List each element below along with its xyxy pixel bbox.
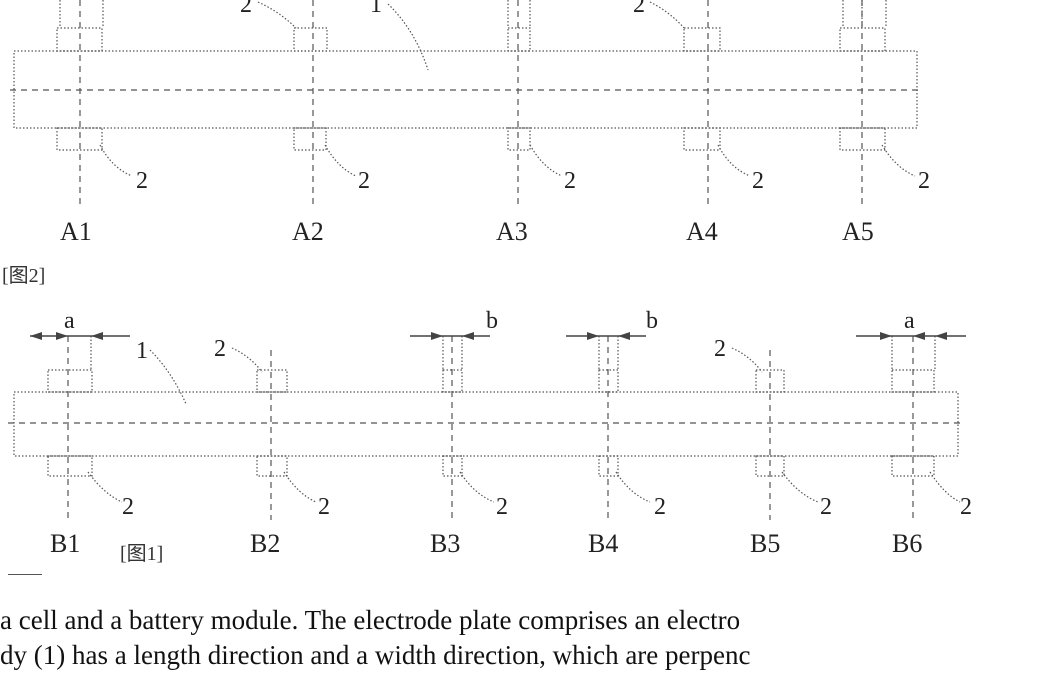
section-label-b1: B1 bbox=[50, 529, 80, 558]
callout-b2-upper: 2 bbox=[214, 336, 226, 362]
figure-heading-2: [图2] bbox=[2, 265, 45, 287]
abstract-text-line-1: a cell and a battery module. The electro… bbox=[0, 605, 1052, 636]
patent-figure: 2 1 2 2 2 2 2 2 A1 A2 A3 A4 A5 [图2] bbox=[0, 0, 1052, 600]
leader-a4-lower bbox=[718, 145, 750, 176]
section-label-a2: A2 bbox=[292, 217, 324, 246]
section-label-b5: B5 bbox=[750, 529, 780, 558]
leader-b1-lower bbox=[88, 472, 122, 502]
leader-a3-lower bbox=[530, 145, 562, 176]
leader-b5-upper bbox=[732, 348, 762, 372]
dimension-b-right bbox=[566, 332, 646, 340]
figure-heading-1: [图1] bbox=[120, 543, 163, 565]
leader-b3-lower bbox=[460, 472, 494, 502]
tab-column-b4 bbox=[599, 336, 618, 520]
leader-body-a bbox=[388, 4, 428, 70]
leader-a2-lower bbox=[325, 145, 356, 176]
section-label-a1: A1 bbox=[60, 217, 92, 246]
section-label-a3: A3 bbox=[496, 217, 528, 246]
callout-a4-tab: 2 bbox=[752, 168, 764, 194]
leader-b2-lower bbox=[284, 472, 316, 502]
callout-b1-tab: 2 bbox=[122, 494, 134, 520]
tab-column-b3 bbox=[443, 336, 462, 520]
tab-column-a1 bbox=[57, 0, 103, 205]
electrode-body-b bbox=[8, 392, 962, 456]
callout-a2-upper: 2 bbox=[240, 0, 252, 18]
section-label-a5: A5 bbox=[842, 217, 874, 246]
tab-column-a3 bbox=[508, 0, 530, 205]
callout-b4-tab: 2 bbox=[654, 494, 666, 520]
callout-a4-upper: 2 bbox=[633, 0, 645, 18]
section-label-a4: A4 bbox=[686, 217, 718, 246]
section-label-b4: B4 bbox=[588, 529, 618, 558]
separator-rule bbox=[8, 574, 42, 575]
dimension-b-left bbox=[410, 332, 490, 340]
section-label-b3: B3 bbox=[430, 529, 460, 558]
leader-a1-lower bbox=[100, 145, 132, 176]
leader-a4-upper bbox=[650, 2, 684, 28]
section-label-b2: B2 bbox=[250, 529, 280, 558]
section-label-b6: B6 bbox=[892, 529, 922, 558]
callout-b5-tab: 2 bbox=[820, 494, 832, 520]
callout-b5-upper: 2 bbox=[714, 336, 726, 362]
tab-column-b6 bbox=[892, 336, 935, 520]
callout-a5-tab: 2 bbox=[918, 168, 930, 194]
leader-b5-lower bbox=[782, 472, 818, 502]
dimension-label-a-right: a bbox=[904, 308, 915, 334]
leader-b6-lower bbox=[930, 472, 960, 502]
leader-a5-lower bbox=[882, 145, 915, 176]
leader-a2-upper bbox=[258, 2, 296, 28]
tab-column-a2 bbox=[294, 0, 327, 205]
callout-a3-tab: 2 bbox=[564, 168, 576, 194]
leader-body-b bbox=[150, 350, 186, 404]
callout-body-b: 1 bbox=[136, 338, 148, 364]
tab-column-a5 bbox=[840, 0, 886, 205]
leader-b2-upper bbox=[232, 348, 262, 372]
tab-column-b1 bbox=[48, 336, 92, 520]
callout-a2-tab: 2 bbox=[358, 168, 370, 194]
callout-b3-tab: 2 bbox=[496, 494, 508, 520]
tab-column-b2 bbox=[257, 350, 287, 520]
dimension-label-a-left: a bbox=[64, 308, 75, 334]
dimension-a-left bbox=[30, 332, 130, 340]
callout-b6-tab: 2 bbox=[960, 494, 972, 520]
tab-column-a4 bbox=[684, 0, 720, 205]
callout-b2-tab: 2 bbox=[318, 494, 330, 520]
callout-a1-tab: 2 bbox=[136, 168, 148, 194]
dimension-label-b-right: b bbox=[646, 308, 658, 334]
electrode-body-a bbox=[10, 51, 922, 128]
callout-body-a: 1 bbox=[370, 0, 382, 18]
dimension-label-b-left: b bbox=[486, 308, 498, 334]
abstract-text-line-2: dy (1) has a length direction and a widt… bbox=[0, 640, 1052, 671]
tab-column-b5 bbox=[756, 350, 784, 520]
leader-b4-lower bbox=[616, 472, 650, 502]
